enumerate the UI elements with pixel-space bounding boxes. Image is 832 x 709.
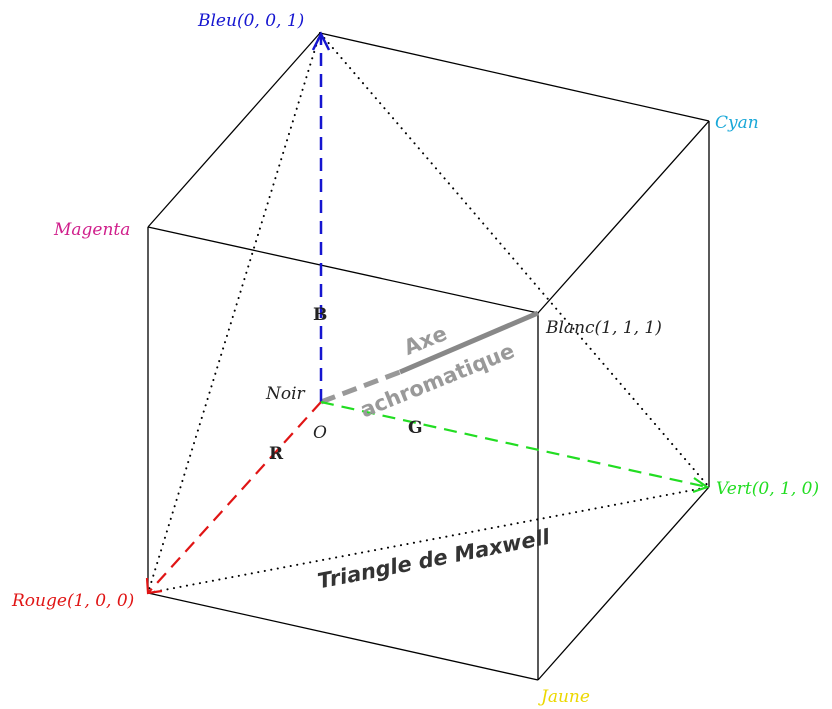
achromatic-axis-dashed (320, 369, 401, 405)
red-axis (145, 401, 322, 595)
green-axis-line (320, 400, 708, 489)
label-vert-coords: (0, 1, 0) (752, 479, 819, 499)
cube-edges (147, 32, 710, 681)
axis-label-r: R (269, 444, 284, 464)
red-axis-line (147, 401, 322, 594)
green-axis (320, 400, 710, 494)
label-cyan: Cyan (715, 113, 759, 133)
achromatic-label-achromatique: achromatique (357, 339, 518, 423)
edge-jaune-vert (537, 486, 710, 681)
label-vert: Vert(0, 1, 0) (716, 479, 819, 499)
axis-label-g: G (408, 418, 423, 438)
label-origin: O (313, 423, 327, 443)
green-axis-arrowhead (692, 477, 710, 494)
blue-axis (311, 31, 331, 402)
label-blanc-coords: (1, 1, 1) (595, 318, 662, 338)
label-bleu: Bleu(0, 0, 1) (197, 11, 304, 31)
triangle-side-bleu-vert (319, 32, 710, 488)
blue-axis-arrowhead (311, 31, 331, 51)
edge-bleu-magenta (147, 32, 321, 228)
achromatic-axis (320, 310, 539, 405)
edge-magenta-blanc (147, 226, 539, 314)
label-jaune: Jaune (538, 687, 590, 707)
edge-cyan-blanc (537, 120, 710, 314)
label-rouge: Rouge(1, 0, 0) (11, 591, 134, 611)
axis-label-b: B (313, 305, 327, 325)
label-rouge-coords: (1, 0, 0) (67, 591, 134, 611)
triangle-side-bleu-rouge (147, 32, 321, 594)
label-noir: Noir (265, 384, 306, 404)
red-axis-arrowhead (145, 577, 163, 595)
label-magenta: Magenta (53, 220, 130, 240)
label-bleu-coords: (0, 0, 1) (237, 11, 304, 31)
edge-rouge-jaune (147, 592, 539, 681)
label-blanc: Blanc(1, 1, 1) (545, 318, 662, 338)
achromatic-axis-solid (399, 310, 539, 375)
maxwell-triangle (147, 32, 710, 594)
maxwell-triangle-label: Triangle de Maxwell (316, 525, 553, 594)
triangle-side-rouge-vert (147, 486, 710, 594)
edge-bleu-cyan (319, 32, 710, 122)
